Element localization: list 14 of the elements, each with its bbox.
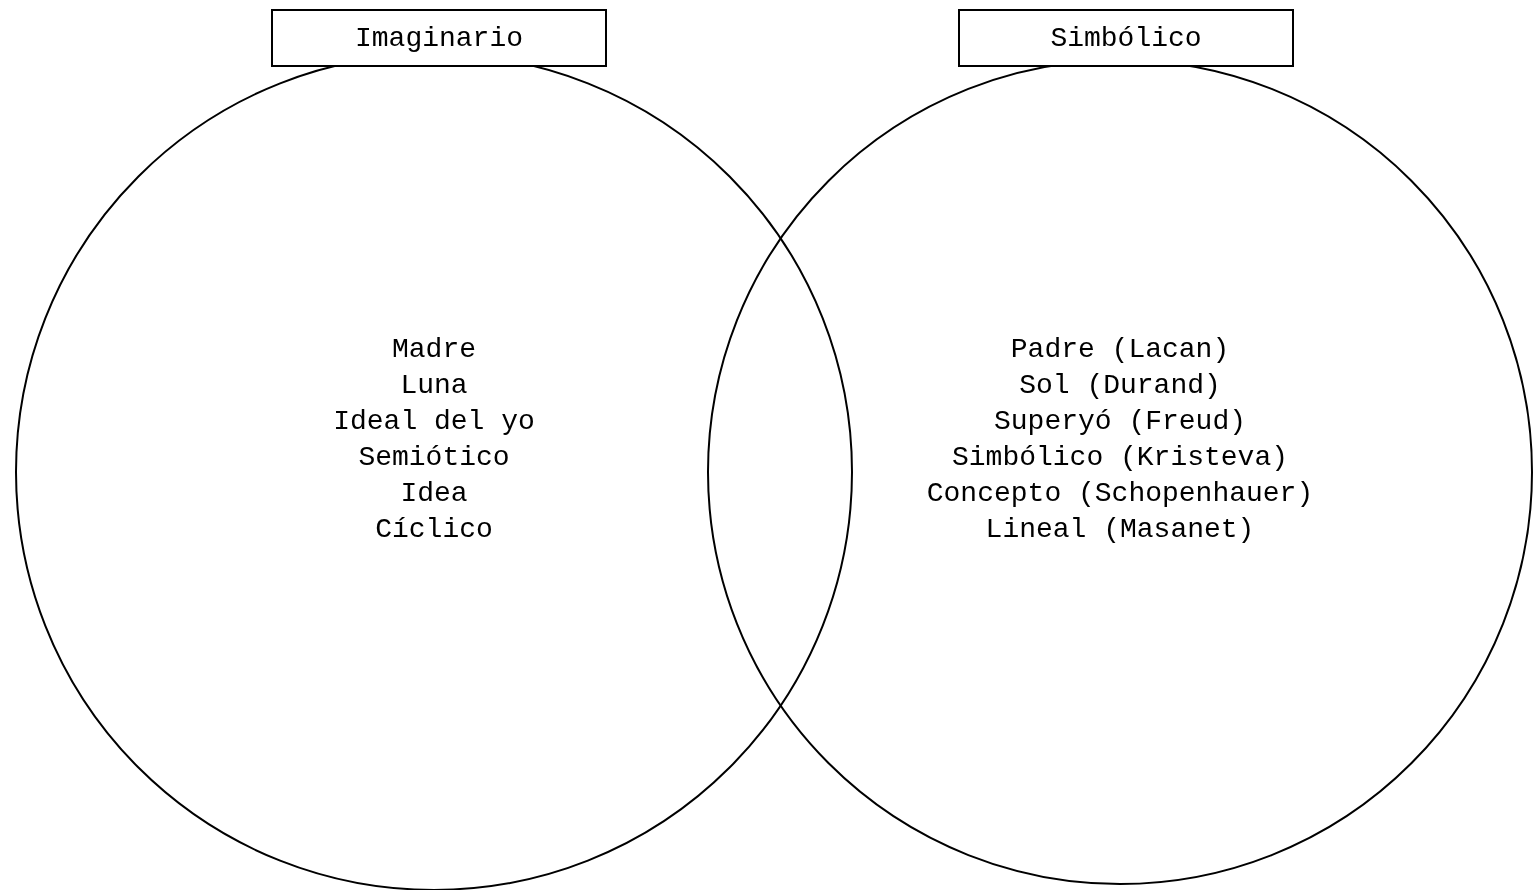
concept-text: Ideal del yo [333,405,535,439]
concept-text: Luna [400,369,468,403]
concept-text: Semiótico [358,441,510,475]
set-title-box: Simbólico [958,9,1294,67]
concept-text: Idea [400,477,468,511]
set-title-box: Imaginario [271,9,607,67]
concept-text: Lineal (Masanet) [985,513,1255,547]
concept-text: Superyó (Freud) [993,405,1246,439]
concept-text: Concepto (Schopenhauer) [926,477,1314,511]
concept-text: Sol (Durand) [1019,369,1221,403]
concept-text: Padre (Lacan) [1010,333,1230,367]
concept-text: Cíclico [375,513,493,547]
concept-text: Simbólico (Kristeva) [951,441,1289,475]
concept-text: Madre [392,333,476,367]
